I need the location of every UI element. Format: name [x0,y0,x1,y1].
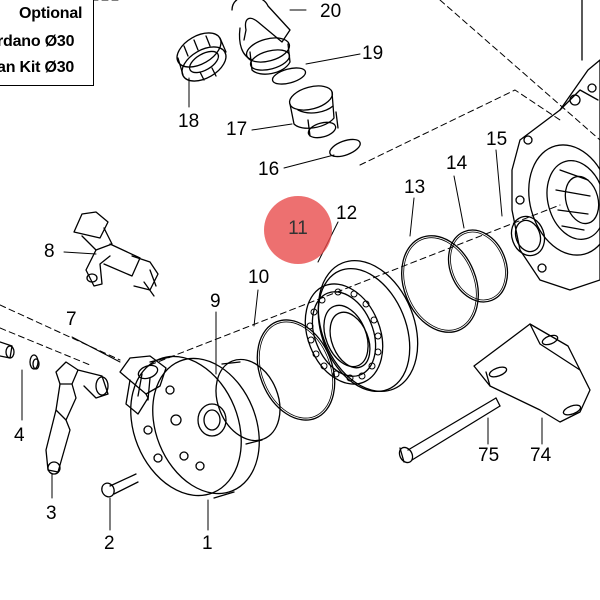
callout-18: 18 [178,111,200,132]
optional-kit-note: Optional rdano Ø30 an Kit Ø30 [0,0,94,86]
part-20-elbow-fitting [231,0,291,75]
highlighted-part-marker: 11 [264,196,332,264]
part-12-seal-ring [317,259,419,393]
part-74-bracket [473,323,591,423]
callout-75: 75 [478,445,500,466]
callout-16: 16 [258,159,280,180]
part-10-o-ring [256,319,336,421]
pump-body [511,0,600,291]
highlighted-part-label: 11 [288,218,308,239]
optional-note-line-1: Optional [19,5,83,22]
part-11-bearing [304,283,384,385]
callout-1: 1 [202,533,213,554]
part-19-o-ring [271,67,307,85]
part-18-ring-nut [176,32,227,82]
callout-10: 10 [248,267,270,288]
callout-8: 8 [44,241,55,262]
callout-3: 3 [46,503,57,524]
callout-14: 14 [446,153,468,174]
part-8-valve [73,211,159,297]
optional-note-line-2: rdano Ø30 [0,33,75,50]
callout-2: 2 [104,533,115,554]
callout-19: 19 [362,43,384,64]
callout-17: 17 [226,119,248,140]
callout-20: 20 [320,1,342,22]
part-2-screw [101,473,139,498]
part-17-fitting [288,85,339,139]
part-15-o-ring [510,215,546,257]
callout-15: 15 [486,129,508,150]
callout-12: 12 [336,203,358,224]
part-1-flange-cover [130,355,260,499]
leader-lines [21,9,543,531]
callout-9: 9 [210,291,221,312]
callout-7: 7 [66,309,77,330]
part-4-small-fittings [0,341,40,370]
part-75-bolt [398,397,501,464]
part-16-o-ring [329,138,361,158]
part-9-spacer [215,358,281,445]
callout-74: 74 [530,445,552,466]
part-7-fitting [119,355,167,415]
callout-4: 4 [14,425,25,446]
part-13-o-ring [401,235,479,333]
callout-13: 13 [404,177,426,198]
optional-note-line-3: an Kit Ø30 [0,59,75,76]
part-14-o-ring [447,229,509,303]
part-3-lever-valve [45,361,109,475]
assembly-guide-lines [0,0,600,366]
